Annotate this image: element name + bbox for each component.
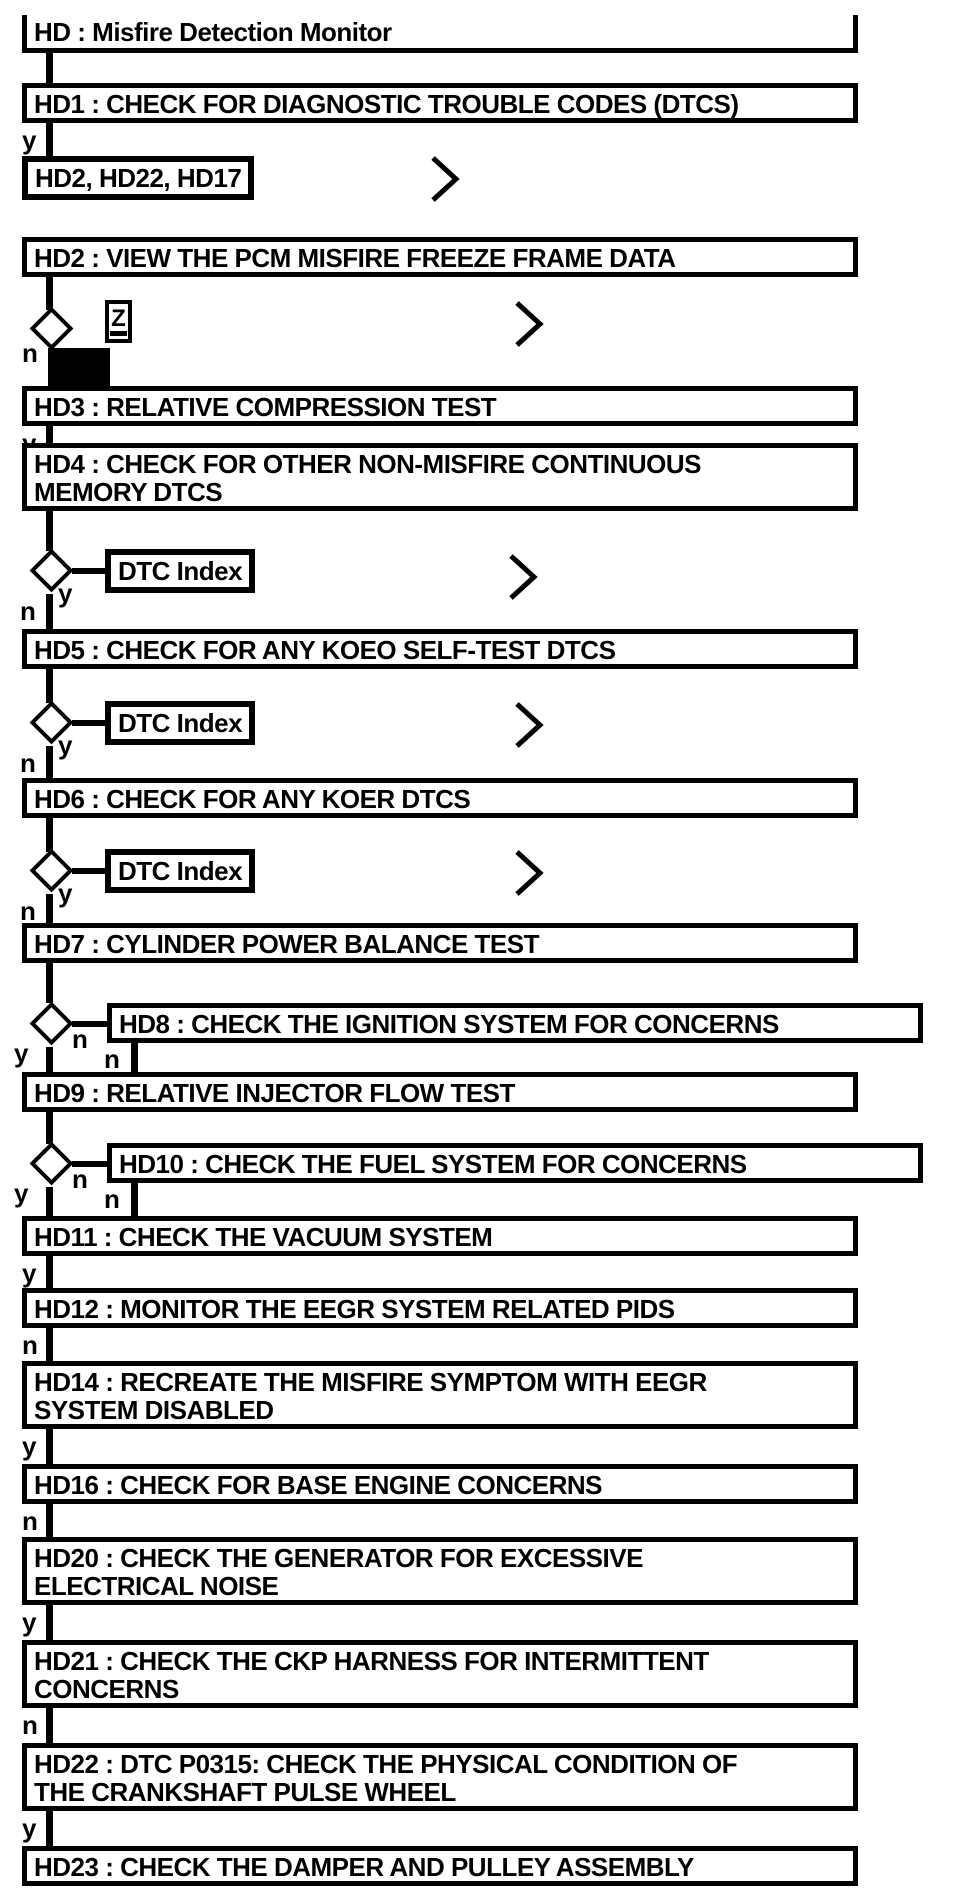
goto-ref-box[interactable]: HD2, HD22, HD17 <box>22 156 255 200</box>
flow-node-hd20[interactable]: HD20 : CHECK THE GENERATOR FOR EXCESSIVE… <box>22 1537 858 1605</box>
branch-label-no: n <box>22 338 38 368</box>
connector-line <box>46 1504 53 1537</box>
flow-node-hd23[interactable]: HD23 : CHECK THE DAMPER AND PULLEY ASSEM… <box>22 1846 858 1886</box>
connector-line <box>46 426 53 443</box>
flow-node-hd3[interactable]: HD3 : RELATIVE COMPRESSION TEST <box>22 386 858 426</box>
connector-line <box>72 1161 107 1167</box>
branch-label-yes: y <box>58 730 73 760</box>
branch-label-no: n <box>72 1164 88 1194</box>
dtc-index-ref[interactable]: DTC Index <box>105 549 256 593</box>
connector-line <box>46 277 53 310</box>
flow-node-hd14[interactable]: HD14 : RECREATE THE MISFIRE SYMPTOM WITH… <box>22 1361 858 1429</box>
continue-chevron-icon <box>431 156 460 202</box>
flow-node-hd22[interactable]: HD22 : DTC P0315: CHECK THE PHYSICAL CON… <box>22 1743 858 1811</box>
connector-line <box>46 1429 53 1464</box>
connector-line <box>46 1328 53 1361</box>
branch-label-yes: y <box>58 578 73 608</box>
flow-node-hd1[interactable]: HD1 : CHECK FOR DIAGNOSTIC TROUBLE CODES… <box>22 83 858 123</box>
connector-line <box>46 594 53 629</box>
continue-chevron-icon <box>509 554 538 600</box>
branch-label-yes: y <box>22 1607 37 1637</box>
flow-title-hd: HD : Misfire Detection Monitor <box>22 15 858 53</box>
dtc-index-ref[interactable]: DTC Index <box>105 849 256 893</box>
branch-label-no: n <box>72 1024 88 1054</box>
flow-node-hd5[interactable]: HD5 : CHECK FOR ANY KOEO SELF-TEST DTCS <box>22 629 858 669</box>
flow-node-hd10[interactable]: HD10 : CHECK THE FUEL SYSTEM FOR CONCERN… <box>107 1143 923 1183</box>
connector-line <box>46 511 53 551</box>
connector-line <box>131 1043 138 1072</box>
connector-line <box>46 1708 53 1743</box>
connector-line <box>72 868 105 874</box>
branch-label-no: n <box>20 896 36 926</box>
connector-line <box>72 568 105 574</box>
flow-node-hd4[interactable]: HD4 : CHECK FOR OTHER NON-MISFIRE CONTIN… <box>22 443 858 511</box>
connector-line <box>46 1112 53 1144</box>
branch-label-yes: y <box>22 1258 37 1288</box>
branch-label-yes: y <box>14 1178 29 1208</box>
decision-diamond <box>29 1141 74 1186</box>
branch-label-yes: y <box>22 1431 37 1461</box>
flow-node-hd9[interactable]: HD9 : RELATIVE INJECTOR FLOW TEST <box>22 1072 858 1112</box>
branch-label-no: n <box>20 596 36 626</box>
connector-line <box>46 1187 53 1216</box>
branch-label-yes: y <box>22 1813 37 1843</box>
flow-node-hd8[interactable]: HD8 : CHECK THE IGNITION SYSTEM FOR CONC… <box>107 1003 923 1043</box>
flow-node-hd16[interactable]: HD16 : CHECK FOR BASE ENGINE CONCERNS <box>22 1464 858 1504</box>
connector-line <box>46 1811 53 1846</box>
continue-chevron-icon <box>515 702 544 748</box>
continue-chevron-icon <box>515 301 544 347</box>
branch-label-no: n <box>22 1506 38 1536</box>
external-link-icon[interactable]: Z <box>105 300 132 343</box>
connector-line <box>46 669 53 703</box>
connector-line <box>46 53 53 83</box>
connector-line <box>46 746 53 778</box>
connector-line <box>46 1605 53 1640</box>
decision-diamond <box>29 1001 74 1046</box>
dtc-index-ref[interactable]: DTC Index <box>105 701 256 745</box>
connector-line <box>46 1256 53 1288</box>
flow-node-hd6[interactable]: HD6 : CHECK FOR ANY KOER DTCS <box>22 778 858 818</box>
branch-label-no: n <box>104 1184 120 1214</box>
continue-chevron-icon <box>515 850 544 896</box>
connector-line <box>46 1047 53 1072</box>
branch-label-no: n <box>22 1710 38 1740</box>
image-placeholder-rect <box>48 348 110 386</box>
flow-node-hd7[interactable]: HD7 : CYLINDER POWER BALANCE TEST <box>22 923 858 963</box>
branch-label-no: n <box>20 748 36 778</box>
flow-node-hd11[interactable]: HD11 : CHECK THE VACUUM SYSTEM <box>22 1216 858 1256</box>
branch-label-yes: y <box>22 125 37 155</box>
branch-label-yes: y <box>14 1038 29 1068</box>
connector-line <box>72 720 105 726</box>
connector-line <box>46 123 53 158</box>
flow-node-hd2[interactable]: HD2 : VIEW THE PCM MISFIRE FREEZE FRAME … <box>22 237 858 277</box>
connector-line <box>46 963 53 1003</box>
connector-line <box>72 1021 107 1027</box>
branch-label-no: n <box>22 1330 38 1360</box>
branch-label-yes: y <box>58 878 73 908</box>
connector-line <box>131 1183 138 1216</box>
flow-node-hd12[interactable]: HD12 : MONITOR THE EEGR SYSTEM RELATED P… <box>22 1288 858 1328</box>
connector-line <box>46 818 53 852</box>
flow-node-hd21[interactable]: HD21 : CHECK THE CKP HARNESS FOR INTERMI… <box>22 1640 858 1708</box>
branch-label-no: n <box>104 1044 120 1074</box>
connector-line <box>46 894 53 923</box>
